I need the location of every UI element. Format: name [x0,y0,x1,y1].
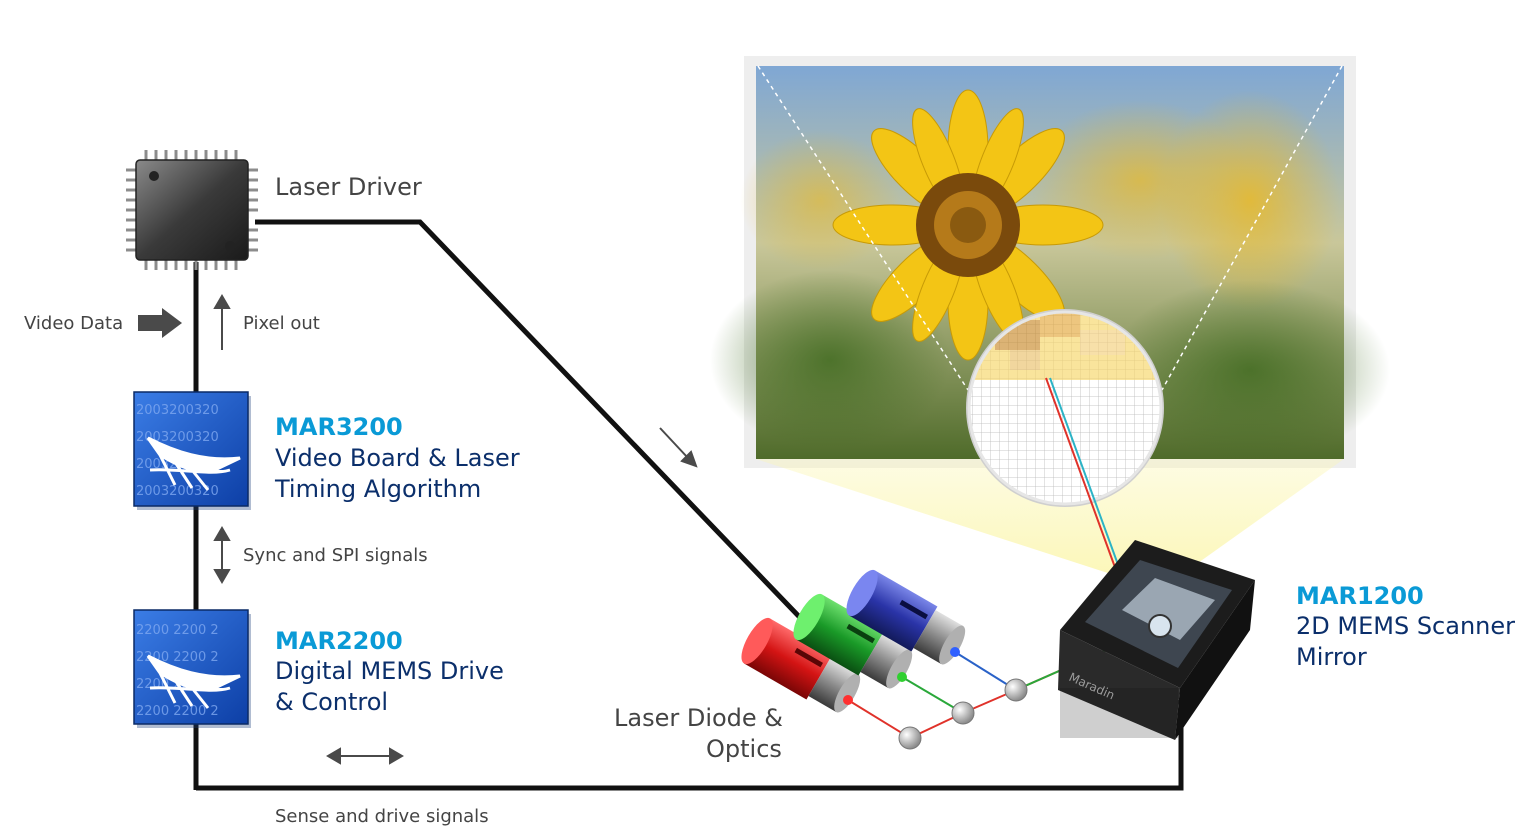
svg-text:2003200320: 2003200320 [136,484,219,499]
magnifier [966,309,1164,507]
arrow-diagonal-icon [659,427,698,468]
mar3200-line1: Video Board & Laser [275,444,520,472]
video-data-label: Video Data [24,313,124,334]
mar1200-line1: 2D MEMS Scanner [1296,612,1516,640]
light-cone [756,459,1344,590]
maradin-logo-icon [146,436,241,491]
mar3200-title: MAR3200 [275,413,403,441]
laser-cylinder-green [793,593,913,689]
mar3200-chip: 2003200320 2003200320 2003200320 2003200… [133,391,251,510]
svg-text:2200 2200 2: 2200 2200 2 [136,623,219,638]
svg-text:2003200320: 2003200320 [136,403,219,418]
mar2200-line2: & Control [275,688,389,716]
mar2200-chip: 2200 2200 2 2200 2200 2 2200 2200 2 2200… [133,609,251,728]
sense-drive-label: Sense and drive signals [275,806,489,827]
svg-text:2200 2200 2: 2200 2200 2 [136,704,219,719]
mar2200-line1: Digital MEMS Drive [275,657,504,685]
mirror-device-icon: Maradin [1058,540,1255,740]
beam-combiners [898,678,1028,750]
arrow-right-icon [138,308,182,338]
projected-image [710,56,1390,468]
mar1200-line2: Mirror [1296,643,1367,671]
sync-spi-label: Sync and SPI signals [243,545,428,566]
pixel-out-label: Pixel out [243,313,320,334]
arrow-up-icon [213,294,231,350]
chip-icon [135,159,249,261]
laser-cylinder-blue [846,569,966,665]
sunflower-icon [832,89,1104,361]
wire-driver-to-lasers [255,219,814,632]
laser-cylinder-red [741,617,861,713]
arrow-updown-icon [213,526,231,584]
mar3200-line2: Timing Algorithm [275,475,482,503]
mar2200-title: MAR2200 [275,627,403,655]
mar1200-title: MAR1200 [1296,582,1424,610]
arrow-leftright-icon [326,747,404,765]
laser-driver-label: Laser Driver [275,173,422,201]
laser-diode-label-line1: Laser Diode & [614,704,784,732]
maradin-logo-icon [146,654,241,709]
laser-driver-chip [126,150,258,270]
laser-diode-label-line2: Optics [706,735,782,763]
